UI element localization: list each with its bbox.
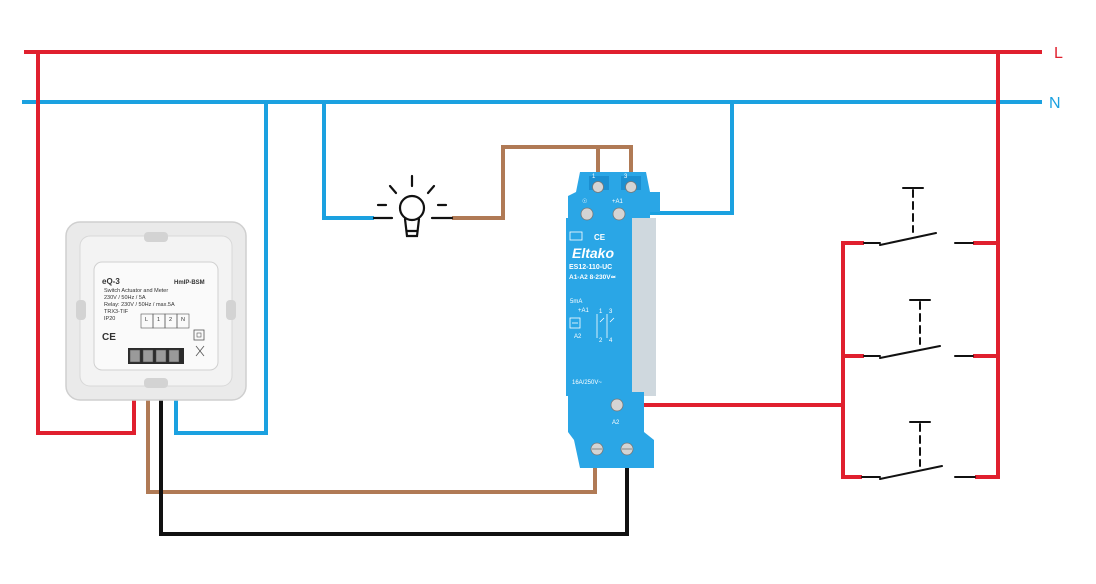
relay-contact-4: 4: [609, 338, 613, 344]
actuator-brand: eQ-3: [102, 277, 120, 286]
actuator-terminal-labels: [140, 313, 190, 329]
relay-model: ES12-110-UC: [569, 264, 612, 271]
actuator-terminal-n: N: [181, 317, 185, 323]
relay-current: 16A/250V~: [572, 380, 602, 386]
wire-buttons-left: [841, 241, 864, 479]
relay-body: [566, 218, 642, 396]
actuator-double-insulation-inner: [196, 332, 202, 338]
actuator-desc-5: IP20: [104, 316, 115, 322]
relay-voltage: A1-A2 8-230V≃: [569, 274, 617, 281]
relay-term-1: 1: [592, 174, 596, 180]
relay-body-shade: [632, 218, 656, 396]
relay-5ma: 5mA: [570, 299, 582, 305]
actuator-ce-mark-icon: CE: [102, 332, 116, 343]
relay-term-3: 3: [624, 174, 628, 180]
lamp-icon: [372, 174, 454, 238]
actuator-double-insulation-icon: [193, 329, 205, 341]
actuator-weee-icon: [195, 345, 205, 357]
supply-lines: [22, 50, 1042, 104]
relay-small-a1: +A1: [578, 308, 590, 314]
wire-n-relay-a1: [636, 102, 734, 215]
relay-term-a1-right: +A1: [612, 199, 624, 205]
wires: [36, 52, 1000, 536]
actuator-screws: [129, 349, 180, 363]
relay-contact-3: 3: [609, 309, 613, 315]
pushbutton-icon: [861, 187, 976, 480]
relay-top-terminals: [580, 176, 641, 221]
relay-ce-mark-icon: CE: [594, 233, 606, 242]
relay-indicator: [569, 231, 583, 241]
pushbutton-2: [863, 299, 974, 359]
actuator-desc-1: Switch Actuator and Meter: [104, 288, 168, 294]
relay-small-a2: A2: [574, 334, 582, 340]
wire-actuator-relay-black: [159, 362, 629, 536]
label-n: N: [1049, 95, 1061, 112]
wire-buttons-right: [975, 52, 1000, 479]
relay-brand: Eltako: [572, 245, 614, 261]
pushbutton-3: [861, 421, 976, 480]
actuator-desc-4: TRX3-TIF: [104, 309, 129, 315]
wire-lamp-relay: [452, 145, 633, 220]
actuator-screw-top: [144, 232, 168, 242]
relay-coil-icon: [569, 314, 615, 338]
actuator-desc-3: Relay: 230V / 50Hz / max.5A: [104, 302, 175, 308]
actuator-terminal-1: 1: [157, 317, 160, 323]
wire-n-lamp: [322, 102, 374, 220]
actuator-terminal-l: L: [145, 317, 148, 323]
relay-term-a1-left: ☉: [582, 198, 587, 205]
wire-actuator-relay-brown: [146, 362, 597, 494]
relay-a2-terminal: [610, 398, 624, 412]
actuator-terminal-2: 2: [169, 317, 172, 323]
relay-contact-1: 1: [599, 309, 603, 315]
relay-contact-2: 2: [599, 338, 603, 344]
actuator-screw-left: [76, 300, 86, 320]
relay-term-a2: A2: [612, 420, 620, 426]
actuator-screw-right: [226, 300, 236, 320]
actuator-desc-2: 230V / 50Hz / 5A: [104, 295, 146, 301]
impulse-relay: 1 3 ☉ +A1 CE Eltako ES12-110-UC A1-A2 8-…: [566, 172, 660, 468]
label-l: L: [1054, 45, 1063, 62]
relay-bottom-terminals: [590, 442, 634, 456]
actuator-screw-bottom: [144, 378, 168, 388]
actuator-body: [93, 261, 219, 371]
pushbutton-1: [863, 187, 974, 246]
switch-actuator: eQ-3 HmIP-BSM Switch Actuator and Meter …: [65, 221, 247, 401]
actuator-model: HmIP-BSM: [174, 280, 205, 286]
